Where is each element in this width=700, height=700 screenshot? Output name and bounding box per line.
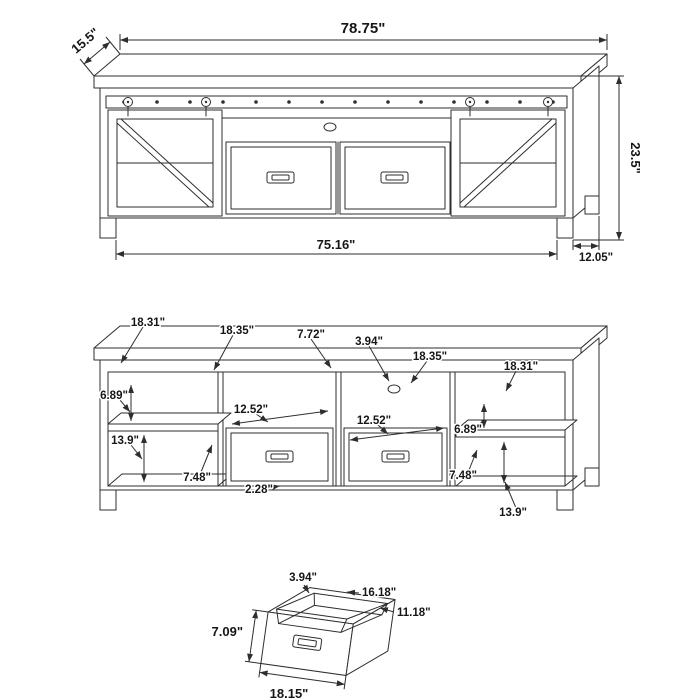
- dim-drawer-front-width: 18.15": [270, 686, 309, 700]
- leg-front-right: [556, 217, 574, 239]
- left-shelf-front: [107, 423, 219, 432]
- dim-open-right-inner: 18.35": [413, 351, 447, 363]
- open-top-board: [93, 325, 608, 361]
- dim-overall-width: 78.75": [341, 20, 386, 37]
- dim-drawer-back-height: 3.94": [289, 572, 317, 584]
- leg-front-left: [99, 217, 117, 239]
- dim-overall-depth: 15.5": [68, 25, 102, 57]
- left-shelf-top: [107, 412, 232, 425]
- cabinet-side: [572, 65, 600, 219]
- drawer-right-handle-slot: [385, 174, 404, 181]
- dim-open-left-upper-height: 6.89": [100, 390, 128, 402]
- dim-open-left-outer: 18.31": [131, 317, 165, 329]
- open-view-labels: 18.31" 18.35" 7.72" 3.94" 18.35" 18.31" …: [99, 316, 540, 521]
- dim-overall-height-group: 23.5": [573, 75, 645, 241]
- dim-drawer-inner-depth: 11.18": [397, 607, 431, 619]
- open-drawer-right: [343, 427, 448, 487]
- open-drawer-left: [225, 427, 334, 487]
- dim-open-drawer-left-width: 12.52": [234, 404, 268, 416]
- leg-back-right: [584, 195, 600, 215]
- barn-door-left: [107, 109, 223, 217]
- dim-open-base-height: 2.28": [245, 484, 273, 496]
- drawer-right-inner: [344, 146, 446, 210]
- drawer-left-handle-slot: [271, 174, 290, 181]
- drawer-left-inner: [230, 146, 332, 210]
- dim-open-left-lower-height: 13.9": [111, 435, 139, 447]
- top-board: [93, 53, 608, 89]
- leader-lines: [119, 326, 517, 509]
- dim-open-right-lower-height: 13.9": [499, 507, 527, 519]
- drawer-art: [244, 587, 396, 690]
- top-face: [93, 53, 608, 77]
- open-view: 18.31" 18.35" 7.72" 3.94" 18.35" 18.31" …: [93, 316, 608, 521]
- track-rail: [105, 95, 568, 109]
- open-leg-back-right: [584, 467, 600, 487]
- open-drawer-left-handle: [265, 450, 294, 463]
- dim-open-center: 7.72": [297, 329, 325, 341]
- drawer-left: [225, 141, 337, 215]
- dim-inner-width: 75.16": [317, 237, 356, 252]
- door-left-brace-1: [116, 122, 210, 208]
- dim-open-right-upper-height: 6.89": [454, 424, 482, 436]
- drawer-labels: 3.94" 16.18" 11.18" 7.09" 18.15": [210, 571, 432, 700]
- drawer-left-handle: [266, 171, 295, 184]
- top-front-edge: [93, 75, 582, 89]
- door-track: [105, 95, 568, 117]
- dim-open-right-outer: 18.31": [504, 361, 538, 373]
- door-rollers: [123, 97, 553, 117]
- cable-hole: [323, 122, 337, 132]
- open-top-face: [93, 325, 608, 349]
- door-right-brace-2: [463, 122, 557, 208]
- dim-inner-width-group: 75.16": [115, 236, 558, 260]
- drawer-right-handle: [380, 171, 409, 184]
- dim-side-depth: 12.05": [579, 252, 613, 264]
- divider-1: [217, 371, 224, 487]
- open-top-front-edge: [93, 347, 582, 361]
- open-cabinet-side: [572, 337, 600, 491]
- drawer-leader-lines: [302, 584, 395, 614]
- dim-open-left-shelf-depth: 7.48": [183, 472, 211, 484]
- door-right-brace-1: [459, 118, 553, 204]
- divider-3: [449, 371, 456, 487]
- dim-side-depth-group: 12.05": [572, 216, 615, 266]
- dim-open-hole-offset: 3.94": [355, 336, 383, 348]
- barn-door-right: [450, 109, 566, 217]
- open-leg-front-left: [99, 489, 117, 511]
- drawer-right: [339, 141, 451, 215]
- open-cable-hole: [387, 384, 401, 394]
- interior-measure-lines: [128, 385, 507, 483]
- open-drawer-right-handle: [381, 450, 410, 463]
- assembled-view: 78.75" 15.5" 23.5" 75.16" 12.05": [67, 19, 645, 266]
- drawer-handle-slot: [297, 638, 317, 648]
- dim-open-drawer-right-width: 12.52": [357, 415, 391, 427]
- dim-overall-width-group: 78.75": [119, 19, 608, 50]
- open-leg-front-right: [556, 489, 574, 511]
- dim-open-right-shelf-depth: 7.48": [449, 470, 477, 482]
- door-left-brace-2: [120, 118, 214, 204]
- dim-overall-height: 23.5": [628, 142, 643, 173]
- dim-drawer-inner-width: 16.18": [362, 587, 396, 599]
- center-section: [221, 117, 452, 215]
- divider-2: [335, 371, 342, 487]
- dim-drawer-front-height: 7.09": [212, 624, 243, 639]
- drawer-view: 3.94" 16.18" 11.18" 7.09" 18.15": [210, 571, 432, 700]
- dim-open-left-inner: 18.35": [220, 325, 254, 337]
